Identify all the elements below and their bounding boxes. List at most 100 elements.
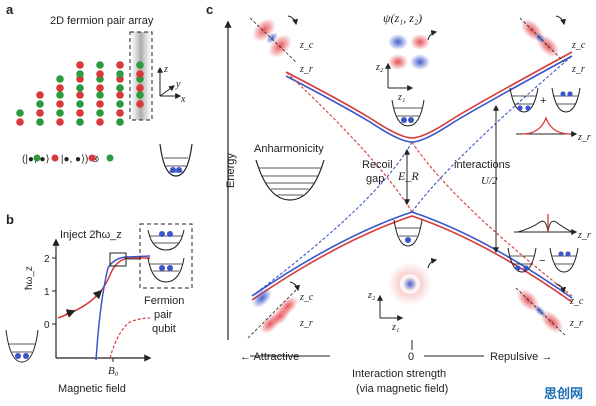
- atom: [56, 91, 64, 99]
- curve-upper-red-dashed: [411, 141, 573, 297]
- atom: [36, 109, 44, 117]
- anharmonic-well-icon: [255, 159, 325, 201]
- coord-zr-bl: z_r: [299, 318, 313, 329]
- atom: [116, 70, 124, 78]
- coord-zc-bl: z_c: [299, 292, 314, 303]
- atom: [136, 84, 144, 92]
- atom: [96, 84, 104, 92]
- ytick-0: 0: [44, 320, 50, 331]
- curve-blue: [95, 255, 151, 361]
- recoil-gap-line1: Recoil: [362, 159, 393, 171]
- rotate-arrow-top: [427, 29, 438, 41]
- panel-a-label: a: [6, 2, 14, 17]
- atom: [136, 70, 144, 78]
- qubit-box: [139, 223, 193, 289]
- x-repulsive-label: Repulsive →: [490, 351, 552, 363]
- coord-z2-top: z₂: [375, 62, 384, 73]
- curve-upper-blue-dashed: [251, 141, 413, 297]
- coord-axes-top-center: [385, 62, 414, 91]
- wavefunction-bottom-center: [388, 262, 432, 306]
- atom: [136, 100, 144, 108]
- atom: [116, 100, 124, 108]
- wells-antisymmetric-right: −: [507, 247, 579, 273]
- atom: [136, 61, 144, 69]
- atom: [56, 84, 64, 92]
- atom: [56, 75, 64, 83]
- atom: [36, 100, 44, 108]
- atom: [36, 91, 44, 99]
- inject-label: Inject 2ħω_z: [60, 229, 122, 241]
- panel-b-label: b: [6, 212, 14, 227]
- zoom-box: [109, 252, 127, 267]
- atom: [116, 118, 124, 126]
- rotate-arrow-tl: [287, 15, 299, 26]
- coord-z1-bottom: z₁: [391, 322, 399, 333]
- ytick-2: 2: [44, 254, 50, 265]
- ytick-1: 1: [44, 287, 50, 298]
- atom: [116, 91, 124, 99]
- well-icon-a: [159, 143, 193, 177]
- panel-b-xlabel: Magnetic field: [58, 383, 126, 395]
- svg-text:−: −: [539, 255, 545, 267]
- x-zero-label: 0: [408, 351, 414, 363]
- panel-c-xlabel-line1: Interaction strength: [352, 368, 446, 380]
- state-formula: (|●, ●⟩ − |●, ●⟩) ⊗: [22, 154, 100, 165]
- atom: [116, 84, 124, 92]
- rotate-arrow-bottom: [427, 257, 438, 269]
- qubit-label-line1: Fermion: [144, 295, 184, 307]
- rotate-arrow-bl: [289, 281, 301, 292]
- axes-3d-icon: [157, 66, 182, 99]
- interactions-line2: U/2: [481, 175, 498, 187]
- wavefunction-top-left: [249, 17, 297, 63]
- wavefunction-top-center: [388, 34, 430, 70]
- curve-arrow-1: [65, 309, 76, 318]
- coord-z2-bottom: z₂: [367, 290, 376, 301]
- panel-c-xlabel-line2: (via magnetic field): [356, 383, 448, 395]
- atom: [16, 109, 24, 117]
- axis-x-label: x: [180, 94, 186, 105]
- qubit-label-line3: qubit: [152, 323, 176, 335]
- curve-lower-red-dashed: [285, 71, 413, 213]
- atom: [36, 118, 44, 126]
- atom: [136, 91, 144, 99]
- coord-zr-tr: z_r: [571, 64, 585, 75]
- er-label: E_R: [397, 169, 419, 183]
- x-attractive-label: ← Attractive: [240, 351, 299, 363]
- atom: [96, 70, 104, 78]
- atom: [16, 118, 24, 126]
- curve-arrow-2: [92, 289, 103, 300]
- atom: [76, 91, 84, 99]
- curve-lower-blue-dashed: [411, 55, 573, 213]
- atom-pair-lattice: [16, 61, 144, 126]
- atom: [76, 70, 84, 78]
- coord-axes-bottom-center: [377, 294, 404, 321]
- atom: [76, 84, 84, 92]
- svg-text:+: +: [540, 95, 546, 107]
- wavefunction-bottom-right: [515, 287, 567, 337]
- coord-z1-top: z₁: [397, 92, 405, 103]
- coord-zc-br: z_c: [569, 296, 584, 307]
- atom: [76, 118, 84, 126]
- well-center-bottom: [393, 219, 423, 247]
- rotate-arrow-br: [555, 283, 567, 294]
- atom: [96, 61, 104, 69]
- anharmonicity-label: Anharmonicity: [254, 143, 324, 155]
- coord-zc-tr: z_c: [571, 40, 586, 51]
- atom: [56, 118, 64, 126]
- panel-a-title: 2D fermion pair array: [50, 15, 154, 27]
- qubit-well-upper: [147, 229, 185, 251]
- coord-zc-tl: z_c: [299, 40, 314, 51]
- formula-atom-markers: [33, 154, 114, 162]
- interactions-line1: interactions: [454, 159, 511, 171]
- atom: [56, 109, 64, 117]
- curve-red-dashed: [109, 317, 151, 359]
- qubit-label-line2: pair: [154, 309, 173, 321]
- atom: [116, 109, 124, 117]
- well-icon-b: [5, 329, 39, 363]
- coord-zr-right-top: z_r: [577, 132, 591, 143]
- density-peak-right: [516, 116, 578, 137]
- density-node-right: [514, 214, 578, 235]
- atom: [56, 100, 64, 108]
- atom: [96, 118, 104, 126]
- curve-upper-red: [285, 51, 573, 139]
